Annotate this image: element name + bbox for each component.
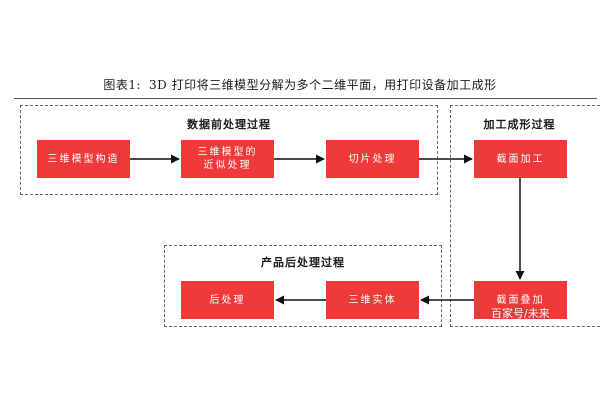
step-section-stacking: 截面叠加 bbox=[474, 281, 567, 319]
step-model-approximation: 三维模型的 近似处理 bbox=[181, 140, 274, 178]
figure-title: 3D 打印将三维模型分解为多个二维平面，用打印设备加工成形 bbox=[149, 78, 497, 92]
step-slicing-label: 切片处理 bbox=[348, 153, 397, 165]
step-solid-object: 三维实体 bbox=[326, 281, 419, 319]
step-model-construction-label: 三维模型构造 bbox=[47, 153, 120, 165]
group-postprocessing: 产品后处理过程 bbox=[164, 245, 442, 327]
group-title-postprocessing: 产品后处理过程 bbox=[261, 256, 345, 269]
group-title-preprocessing: 数据前处理过程 bbox=[187, 118, 271, 131]
step-model-approximation-label-line1: 三维模型的 bbox=[197, 147, 258, 158]
top-rule bbox=[14, 98, 597, 99]
step-post-processing-label: 后处理 bbox=[209, 294, 246, 306]
group-preprocessing: 数据前处理过程 bbox=[20, 105, 438, 195]
figure-caption: 图表1: 3D 打印将三维模型分解为多个二维平面，用打印设备加工成形 bbox=[0, 76, 600, 93]
step-solid-object-label: 三维实体 bbox=[348, 294, 397, 306]
step-section-stacking-label: 截面叠加 bbox=[496, 294, 545, 306]
step-model-approximation-label-line2: 近似处理 bbox=[203, 160, 252, 171]
watermark: 百家号/未来 bbox=[491, 307, 550, 320]
step-section-fabrication-label: 截面加工 bbox=[496, 153, 545, 165]
group-title-fabrication: 加工成形过程 bbox=[483, 118, 556, 131]
step-slicing: 切片处理 bbox=[326, 140, 419, 178]
step-post-processing: 后处理 bbox=[181, 281, 274, 319]
step-section-fabrication: 截面加工 bbox=[474, 140, 567, 178]
figure-number: 图表1: bbox=[103, 78, 142, 92]
group-fabrication: 加工成形过程 bbox=[450, 105, 600, 327]
step-model-construction: 三维模型构造 bbox=[37, 140, 130, 178]
